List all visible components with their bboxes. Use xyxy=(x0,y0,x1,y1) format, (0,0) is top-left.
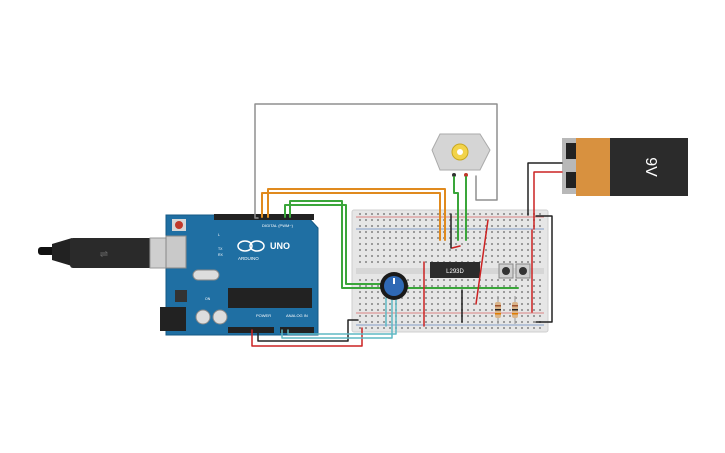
rx-led-label: RX xyxy=(218,253,224,257)
battery-wrap xyxy=(576,138,610,196)
resistor-2[interactable] xyxy=(512,296,518,324)
analog-label: ANALOG IN xyxy=(286,313,308,318)
push-button-1[interactable] xyxy=(498,263,514,279)
arduino-brand-label: ARDUINO xyxy=(238,256,259,261)
usb-icon: ⇌ xyxy=(100,249,108,260)
on-led-label: ON xyxy=(205,297,211,301)
battery-label: 9V xyxy=(642,157,659,177)
wire-rail-black[interactable] xyxy=(535,215,553,323)
wire-cyan-2[interactable] xyxy=(287,297,397,335)
power-label: POWER xyxy=(256,313,271,318)
dc-motor[interactable] xyxy=(431,133,491,177)
l293d-chip[interactable]: L293D xyxy=(430,262,480,278)
breadboard-holes xyxy=(359,213,541,329)
analog-header xyxy=(280,327,314,333)
usb-jack xyxy=(165,235,187,269)
wire-battery-red[interactable] xyxy=(533,171,563,230)
usb-cable[interactable]: ⇌ xyxy=(38,237,181,269)
wire-5v-red[interactable] xyxy=(251,327,363,347)
wire-gray[interactable] xyxy=(254,103,498,219)
wire-cyan-1[interactable] xyxy=(281,297,393,339)
l-led-label: L xyxy=(218,233,220,237)
arduino-model-label: UNO xyxy=(270,241,290,251)
tx-led-label: TX xyxy=(218,247,223,251)
digital-header xyxy=(214,214,314,220)
power-header xyxy=(228,327,274,333)
atmega-chip xyxy=(228,288,312,308)
wire-battery-black[interactable] xyxy=(527,162,563,216)
push-button-2[interactable] xyxy=(515,263,531,279)
wire-green-1[interactable] xyxy=(284,204,393,285)
arduino-board[interactable]: UNO ARDUINO DIGITAL (PWM~) POWER ANALOG … xyxy=(160,214,319,336)
potentiometer[interactable] xyxy=(380,272,408,300)
wire-motor-green[interactable] xyxy=(453,176,459,241)
chip-label: L293D xyxy=(446,269,464,275)
digital-header-label: DIGITAL (PWM~) xyxy=(262,223,294,228)
wire-orange-2[interactable] xyxy=(267,188,446,241)
resistor-1[interactable] xyxy=(495,296,501,324)
wire-gnd-black[interactable] xyxy=(257,319,359,342)
wire-orange-1[interactable] xyxy=(261,192,441,241)
wire-red-diag[interactable] xyxy=(475,219,489,305)
battery-9v[interactable]: 9V xyxy=(562,138,688,196)
power-jack xyxy=(160,307,186,331)
